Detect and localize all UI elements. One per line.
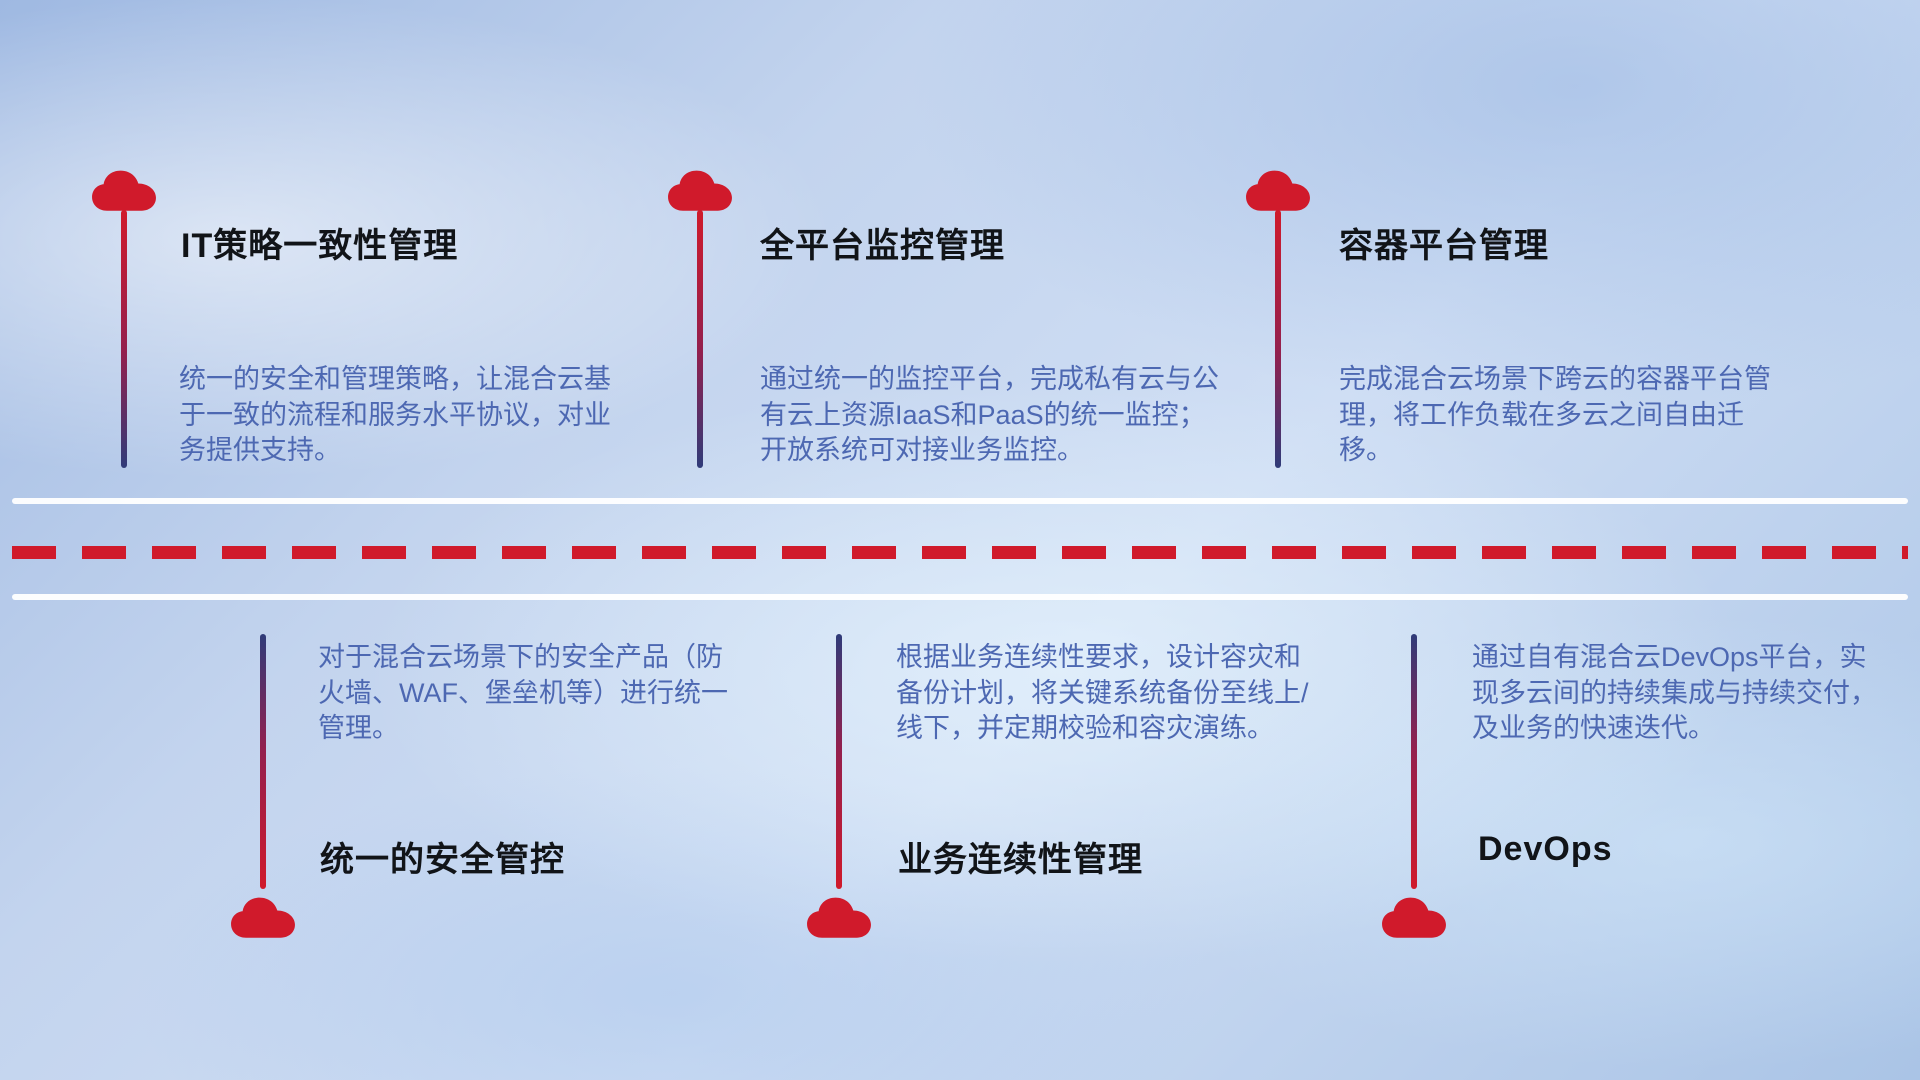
connector-line [836,634,842,889]
item-title: 容器平台管理 [1339,227,1549,265]
item-description: 通过统一的监控平台，完成私有云与公有云上资源IaaS和PaaS的统一监控；开放系… [760,364,1219,466]
item-description: 统一的安全和管理策略，让混合云基于一致的流程和服务水平协议，对业务提供支持。 [179,364,611,466]
cloud-icon [666,168,734,214]
connector-line [697,210,703,468]
connector-line [1275,210,1281,468]
item-title: IT策略一致性管理 [181,227,459,265]
item-description: 对于混合云场景下的安全产品（防火墙、WAF、堡垒机等）进行统一管理。 [318,642,728,744]
cloud-icon [90,168,158,214]
cloud-icon [1380,895,1448,941]
item-description: 通过自有混合云DevOps平台，实现多云间的持续集成与持续交付，及业务的快速迭代… [1472,642,1877,744]
item-description: 根据业务连续性要求，设计容灾和备份计划，将关键系统备份至线上/线下，并定期校验和… [896,642,1309,744]
item-title: DevOps [1478,830,1613,868]
road-bottom-line [12,594,1908,600]
item-title: 统一的安全管控 [320,841,565,879]
connector-line [260,634,266,889]
cloud-icon [805,895,873,941]
item-title: 业务连续性管理 [898,841,1143,879]
cloud-icon [1244,168,1312,214]
road-top-line [12,498,1908,504]
connector-line [121,210,127,468]
item-description: 完成混合云场景下跨云的容器平台管理，将工作负载在多云之间自由迁移。 [1339,364,1771,466]
road-center-dashed-line [12,546,1908,559]
cloud-icon [229,895,297,941]
connector-line [1411,634,1417,889]
item-title: 全平台监控管理 [760,227,1005,265]
